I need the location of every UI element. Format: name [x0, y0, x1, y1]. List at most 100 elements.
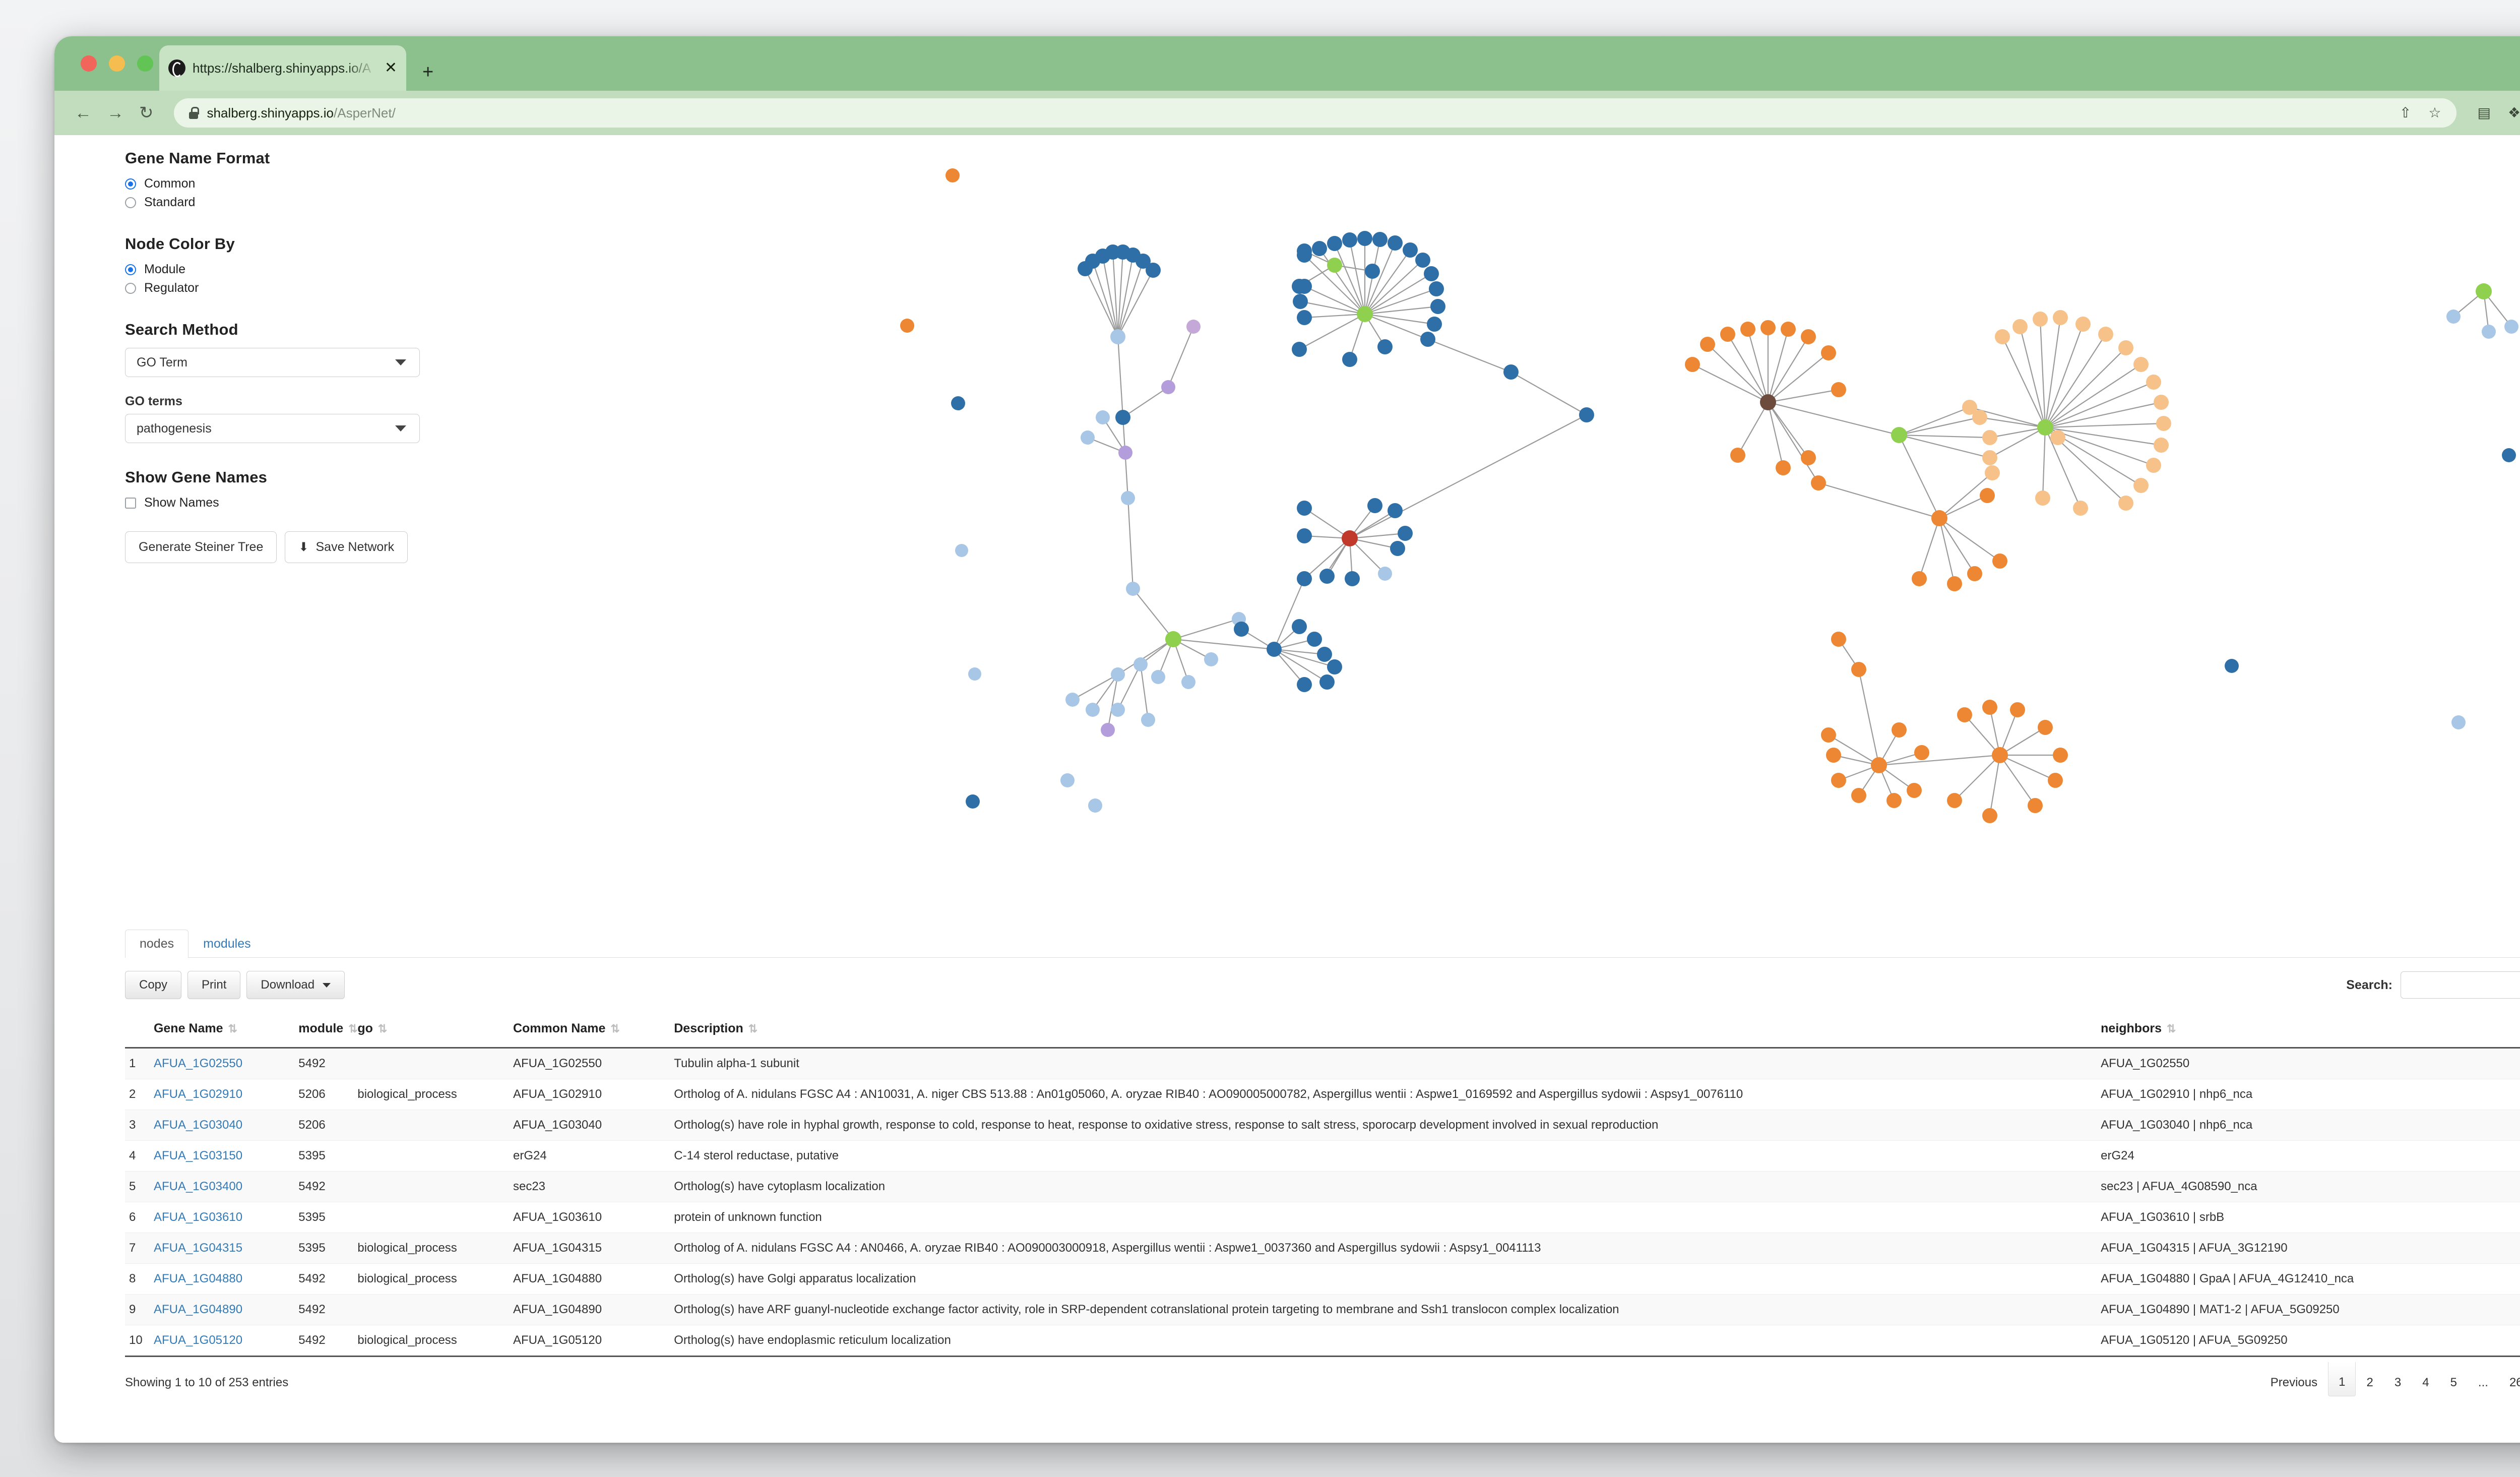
network-nodes[interactable] [900, 168, 2520, 823]
table-row[interactable]: 2 AFUA_1G02910 5206 biological_process A… [125, 1079, 2520, 1110]
go-terms-select[interactable]: pathogenesis [125, 414, 420, 443]
show-names-checkbox-row[interactable]: Show Names [125, 496, 427, 510]
network-graph[interactable] [448, 135, 2520, 942]
radio-button[interactable] [125, 178, 136, 190]
radio-gene-format-common[interactable]: Common [125, 176, 427, 191]
col-gene-name[interactable]: Gene Name⇅ [149, 1016, 295, 1049]
close-window-button[interactable] [81, 55, 97, 72]
cell-gene-name[interactable]: AFUA_1G03610 [149, 1202, 295, 1233]
back-icon[interactable]: ← [75, 103, 92, 122]
cell-go [353, 1171, 509, 1202]
page-1[interactable]: 1 [2328, 1362, 2356, 1396]
cell-module: 5206 [294, 1079, 354, 1110]
extensions-puzzle-icon[interactable]: ❖ [2507, 105, 2520, 120]
cell-gene-name[interactable]: AFUA_1G04315 [149, 1233, 295, 1264]
network-svg[interactable] [448, 135, 2520, 942]
lock-icon [188, 107, 199, 119]
save-network-button[interactable]: ⬇ Save Network [285, 531, 408, 563]
search-input[interactable] [2401, 971, 2520, 999]
cell-go [353, 1202, 509, 1233]
table-row[interactable]: 8 AFUA_1G04880 5492 biological_process A… [125, 1263, 2520, 1295]
cell-go [353, 1110, 509, 1141]
copy-button[interactable]: Copy [125, 971, 182, 999]
cell-gene-name[interactable]: AFUA_1G02910 [149, 1079, 295, 1110]
gene-link[interactable]: AFUA_1G02910 [153, 1087, 243, 1101]
table-row[interactable]: 10 AFUA_1G05120 5492 biological_process … [125, 1325, 2520, 1357]
table-row[interactable]: 7 AFUA_1G04315 5395 biological_process A… [125, 1233, 2520, 1264]
sort-icon[interactable]: ⇅ [2166, 1022, 2176, 1035]
page-5[interactable]: 5 [2450, 1376, 2457, 1389]
search-method-select[interactable]: GO Term [125, 348, 420, 377]
window-controls[interactable] [81, 55, 153, 72]
share-icon[interactable]: ⇧ [2399, 105, 2412, 120]
reload-icon[interactable]: ↻ [139, 103, 154, 122]
table-row[interactable]: 1 AFUA_1G02550 5492 AFUA_1G02550 Tubulin… [125, 1048, 2520, 1079]
table-row[interactable]: 5 AFUA_1G03400 5492 sec23 Ortholog(s) ha… [125, 1171, 2520, 1202]
cell-gene-name[interactable]: AFUA_1G02550 [149, 1048, 295, 1079]
col-common-name[interactable]: Common Name⇅ [509, 1016, 670, 1049]
minimize-window-button[interactable] [109, 55, 125, 72]
gene-link[interactable]: AFUA_1G02550 [153, 1057, 243, 1070]
sort-icon[interactable]: ⇅ [377, 1022, 388, 1035]
download-button[interactable]: Download [246, 971, 345, 999]
table-row[interactable]: 9 AFUA_1G04890 5492 AFUA_1G04890 Ortholo… [125, 1294, 2520, 1325]
cell-neighbors: sec23 | AFUA_4G08590_nca [2097, 1171, 2515, 1202]
sort-icon[interactable]: ⇅ [748, 1022, 758, 1035]
cell-degree: 1 [2515, 1171, 2520, 1202]
gene-link[interactable]: AFUA_1G03150 [153, 1149, 243, 1162]
page-4[interactable]: 4 [2422, 1376, 2429, 1389]
table-row[interactable]: 3 AFUA_1G03040 5206 AFUA_1G03040 Ortholo… [125, 1110, 2520, 1141]
checkbox[interactable] [125, 497, 136, 509]
tab-modules[interactable]: modules [203, 937, 251, 951]
sort-icon[interactable]: ⇅ [610, 1022, 620, 1035]
close-icon[interactable]: ✕ [384, 59, 397, 76]
cell-gene-name[interactable]: AFUA_1G04890 [149, 1294, 295, 1325]
address-bar[interactable]: shalberg.shinyapps.io/AsperNet/ ⇧ ☆ [173, 98, 2456, 128]
gene-link[interactable]: AFUA_1G05120 [153, 1333, 243, 1347]
table-row[interactable]: 4 AFUA_1G03150 5395 erG24 C-14 sterol re… [125, 1140, 2520, 1172]
new-tab-icon[interactable]: + [422, 61, 434, 83]
col-module[interactable]: module⇅ [294, 1016, 358, 1049]
radio-node-color-module[interactable]: Module [125, 262, 427, 277]
col-neighbors[interactable]: neighbors⇅ [2097, 1016, 2515, 1049]
reading-list-icon[interactable]: ▤ [2477, 105, 2491, 120]
gene-link[interactable]: AFUA_1G03610 [153, 1210, 243, 1224]
page-26[interactable]: 26 [2509, 1376, 2520, 1389]
gene-link[interactable]: AFUA_1G03040 [153, 1118, 243, 1132]
cell-degree: 2 [2515, 1294, 2520, 1325]
table-row[interactable]: 6 AFUA_1G03610 5395 AFUA_1G03610 protein… [125, 1202, 2520, 1233]
cell-gene-name[interactable]: AFUA_1G03400 [149, 1171, 295, 1202]
radio-gene-format-standard[interactable]: Standard [125, 195, 427, 210]
chevron-down-icon [323, 982, 331, 988]
cell-gene-name[interactable]: AFUA_1G03150 [149, 1140, 295, 1172]
browser-tab[interactable]: https://shalberg.shinyapps.io/A ✕ [159, 45, 406, 91]
radio-button[interactable] [125, 197, 136, 208]
col-description[interactable]: Description⇅ [670, 1016, 2097, 1049]
browser-window: https://shalberg.shinyapps.io/A ✕ + ⌄ ← … [54, 36, 2520, 1443]
page-2[interactable]: 2 [2366, 1376, 2373, 1389]
gene-link[interactable]: AFUA_1G04315 [153, 1241, 243, 1255]
radio-node-color-regulator[interactable]: Regulator [125, 281, 427, 295]
gene-link[interactable]: AFUA_1G04880 [153, 1272, 243, 1285]
print-button[interactable]: Print [187, 971, 241, 999]
cell-gene-name[interactable]: AFUA_1G04880 [149, 1263, 295, 1295]
radio-button[interactable] [125, 282, 136, 294]
cell-module: 5492 [294, 1294, 354, 1325]
sort-icon[interactable]: ⇅ [228, 1022, 237, 1035]
page-3[interactable]: 3 [2394, 1376, 2402, 1389]
cell-gene-name[interactable]: AFUA_1G05120 [149, 1325, 295, 1357]
cell-degree: 1 [2515, 1233, 2520, 1264]
maximize-window-button[interactable] [137, 55, 153, 72]
tab-nodes[interactable]: nodes [125, 930, 189, 958]
col-degree[interactable]: degree⇅ [2515, 1016, 2520, 1049]
cell-gene-name[interactable]: AFUA_1G03040 [149, 1110, 295, 1141]
cell-index: 9 [125, 1294, 150, 1325]
bookmark-star-icon[interactable]: ☆ [2428, 105, 2441, 120]
page-previous[interactable]: Previous [2270, 1376, 2318, 1389]
col-go[interactable]: go⇅ [353, 1016, 509, 1049]
forward-icon[interactable]: → [107, 103, 124, 122]
generate-steiner-tree-button[interactable]: Generate Steiner Tree [125, 531, 277, 563]
gene-link[interactable]: AFUA_1G04890 [153, 1303, 243, 1316]
gene-link[interactable]: AFUA_1G03400 [153, 1180, 243, 1193]
radio-button[interactable] [125, 264, 136, 275]
